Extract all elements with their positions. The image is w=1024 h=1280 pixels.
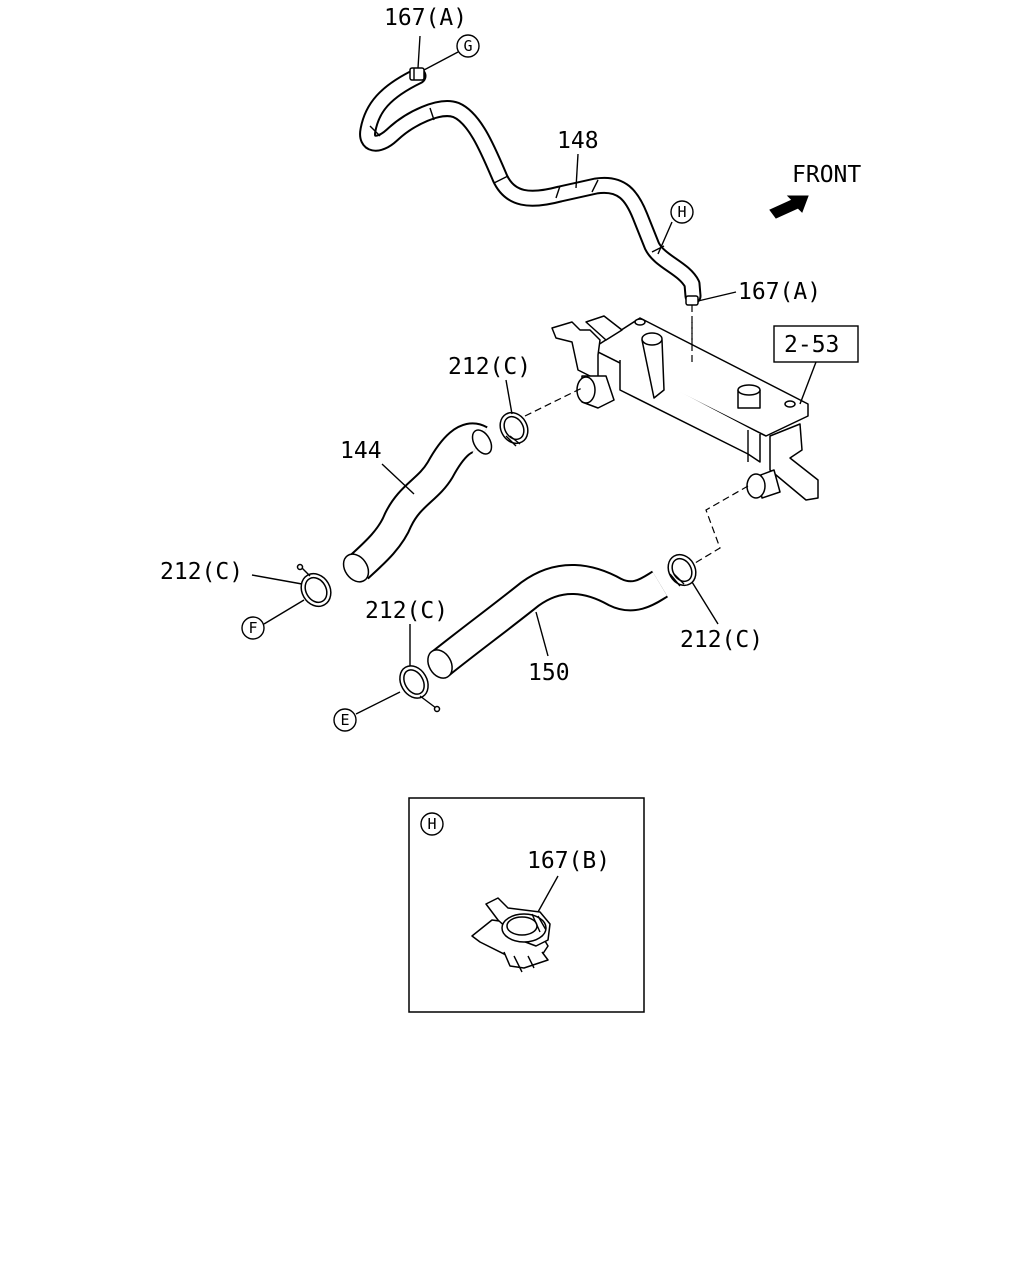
- clamp-212c-left: [296, 563, 332, 608]
- callout-144: 144: [340, 438, 382, 464]
- leader-2-53: [799, 361, 817, 405]
- callout-150: 150: [528, 660, 570, 686]
- leader-212c-lower-right: [691, 581, 719, 625]
- connection-line-lower: [689, 485, 749, 567]
- leader-148: [575, 153, 579, 189]
- clamp-212c-lower-right: [667, 553, 697, 587]
- leader-150: [535, 611, 549, 657]
- hose-150: [427, 564, 669, 679]
- marker-h: H: [670, 200, 694, 224]
- clamp-212c-lower-left: [399, 665, 441, 713]
- clip-167a-top: [409, 67, 425, 81]
- marker-g: G: [456, 34, 480, 58]
- callout-212c-left: 212(C): [160, 559, 243, 585]
- leader-e: [355, 691, 401, 715]
- front-direction-arrow-icon: [769, 195, 809, 219]
- svg-text:H: H: [427, 815, 436, 833]
- leader-212c-left: [251, 574, 303, 585]
- clip-167b: [471, 897, 551, 973]
- reference-label: 2-53: [784, 332, 839, 358]
- svg-text:F: F: [248, 619, 257, 637]
- leader-h: [657, 221, 673, 255]
- callout-212c-lower-right: 212(C): [680, 627, 763, 653]
- leader-f: [263, 599, 305, 625]
- clamp-212c-upper: [499, 411, 529, 447]
- leader-167a-top: [417, 35, 421, 69]
- callout-212c-lower-left: 212(C): [365, 598, 448, 624]
- callout-148: 148: [557, 128, 599, 154]
- callout-167a-right: 167(A): [738, 279, 821, 305]
- hose-148: [359, 67, 702, 305]
- marker-e: E: [333, 708, 357, 732]
- detail-marker-h: H: [420, 812, 444, 836]
- leader-212c-upper: [505, 379, 513, 415]
- svg-text:H: H: [677, 203, 686, 221]
- hose-144: [342, 422, 493, 583]
- leader-167a-right: [697, 291, 737, 302]
- callout-167b: 167(B): [527, 848, 610, 874]
- svg-text:G: G: [463, 37, 472, 55]
- cooler-assembly: [551, 315, 819, 501]
- svg-text:E: E: [340, 711, 349, 729]
- connection-line-upper: [524, 387, 583, 417]
- leader-g: [423, 51, 459, 71]
- detail-view-h: H 167(B): [408, 797, 645, 1013]
- reference-box-2-53: 2-53: [773, 325, 859, 363]
- front-label: FRONT: [792, 162, 861, 188]
- callout-167a-top: 167(A): [384, 5, 467, 31]
- leader-167b: [537, 875, 559, 913]
- marker-f: F: [241, 616, 265, 640]
- callout-212c-upper: 212(C): [448, 354, 531, 380]
- leader-144: [381, 463, 415, 495]
